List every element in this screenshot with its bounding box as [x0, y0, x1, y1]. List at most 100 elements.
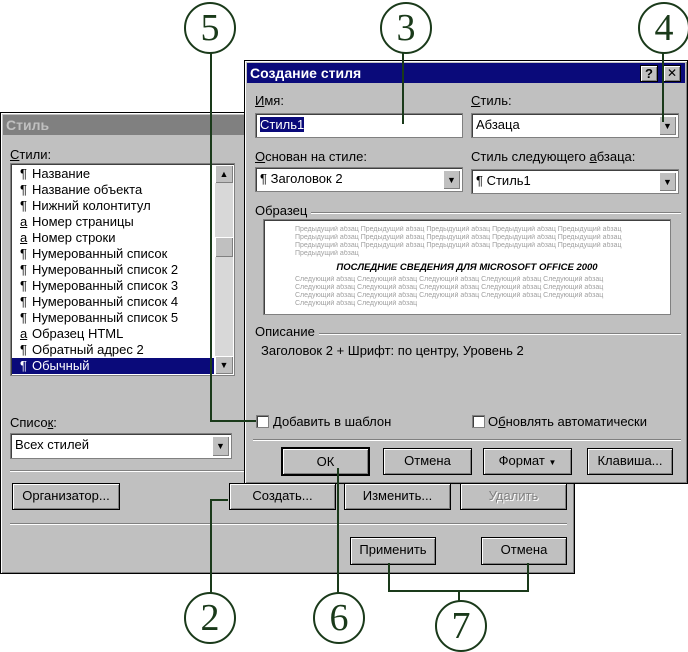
callout-3: 3: [380, 2, 432, 54]
style-list-item-label: Номер страницы: [32, 214, 134, 229]
style-list-item[interactable]: ¶Нумерованный список 4: [12, 294, 214, 310]
style-list-item[interactable]: ¶ Название: [12, 166, 214, 182]
style-list-item-label: Название: [32, 166, 91, 181]
close-icon[interactable]: ✕: [663, 65, 681, 82]
chevron-down-icon[interactable]: ▼: [212, 436, 229, 456]
sample-prev-text: Предыдущий абзац Предыдущий абзац Предыд…: [295, 234, 622, 241]
organizer-button[interactable]: Организатор...: [12, 483, 120, 510]
apply-button[interactable]: Применить: [350, 537, 436, 565]
sample-next-text: Следующий абзац Следующий абзац Следующи…: [295, 292, 604, 299]
paragraph-icon: ¶: [20, 166, 27, 181]
list-select[interactable]: Всех стилей ▼: [10, 433, 232, 459]
scroll-up-button[interactable]: ▲: [215, 165, 233, 183]
style-list-item-label: Нумерованный список 2: [32, 262, 179, 277]
new-style-title: Создание стиля: [247, 63, 685, 83]
style-list-item[interactable]: ¶ Обратный адрес 2: [12, 342, 214, 358]
next-style-select[interactable]: ¶ Стиль1 ▼: [471, 169, 679, 194]
style-list-item-label: Образец HTML: [32, 326, 124, 341]
list-select-value: Всех стилей: [15, 437, 90, 452]
callout-6: 6: [313, 592, 365, 644]
sample-label: Образец: [255, 203, 308, 218]
styles-scrollbar[interactable]: ▲ ▼: [215, 165, 233, 374]
style-list-item[interactable]: ¶ Нумерованный список 5: [12, 310, 214, 326]
sample-next-text: Следующий абзац Следующий абзац: [295, 300, 418, 307]
based-on-select[interactable]: ¶ Заголовок 2 ▼: [255, 167, 463, 192]
modify-button[interactable]: Изменить...: [344, 483, 451, 510]
paragraph-icon: ¶: [20, 198, 27, 213]
character-style-icon: a: [20, 326, 28, 341]
name-input-value: Стиль1: [260, 117, 305, 132]
callout-7: 7: [435, 600, 487, 652]
style-list-item[interactable]: ¶ Нумерованный список: [12, 246, 214, 262]
paragraph-icon: ¶: [20, 310, 27, 325]
styles-list[interactable]: ¶ Название ¶ Название объекта ¶ Нижний колонт…: [10, 163, 235, 376]
next-style-label: Стиль следующего абзаца:: [471, 149, 636, 164]
delete-button[interactable]: Удалить: [460, 483, 567, 510]
description-text: Заголовок 2 + Шрифт: по центру, Уровень …: [261, 343, 524, 358]
based-on-value: ¶ Заголовок 2: [260, 171, 343, 186]
add-to-template-label: Добавить в шаблон: [273, 414, 392, 429]
callout-4: 4: [638, 2, 688, 54]
callout-line: [388, 563, 390, 591]
callout-line: [402, 50, 404, 124]
style-list-item-label: Обратный адрес 2: [32, 342, 144, 357]
sample-next-text: Следующий абзац Следующий абзац Следующи…: [295, 284, 604, 291]
style-list-item-label: Нижний колонтитул: [32, 198, 151, 213]
scroll-down-button[interactable]: ▼: [215, 356, 233, 374]
paragraph-icon: ¶: [20, 342, 27, 357]
caret-down-icon: ▼: [548, 458, 557, 467]
paragraph-icon: ¶: [20, 262, 27, 277]
style-list-item[interactable]: ¶ Нумерованный список 2: [12, 262, 214, 278]
ok-button[interactable]: ОК: [281, 447, 370, 476]
sample-prev-text: Предыдущий абзац: [295, 250, 359, 257]
name-label: Имя:: [255, 93, 284, 108]
callout-line: [210, 50, 212, 422]
style-list-item-label: Нумерованный список 5: [32, 310, 179, 325]
next-style-value: ¶ Стиль1: [476, 173, 531, 188]
style-list-item-label: Нумерованный список 3: [32, 278, 179, 293]
style-list-item-label: Нумерованный список 4: [32, 294, 179, 309]
separator: [311, 212, 681, 213]
style-list-item-label: Обычный: [32, 358, 90, 373]
paragraph-icon: ¶: [20, 358, 27, 373]
scroll-thumb[interactable]: [215, 237, 233, 257]
new-style-dialog: Создание стиля ? ✕ Имя: Стиль1 Стиль: Аб…: [244, 60, 688, 484]
style-list-item[interactable]: ¶ Название объекта: [12, 182, 214, 198]
character-style-icon: a: [20, 214, 28, 229]
format-label: Формат: [498, 453, 545, 468]
style-list-item-label: Название объекта: [32, 182, 143, 197]
paragraph-icon: ¶: [20, 182, 27, 197]
separator: [319, 333, 681, 334]
style-type-select[interactable]: Абзаца ▼: [471, 113, 679, 138]
shortcut-button[interactable]: Клавиша...: [587, 448, 673, 475]
add-to-template-checkbox[interactable]: [256, 415, 269, 428]
callout-line: [210, 499, 228, 501]
help-button[interactable]: ?: [640, 65, 658, 82]
style-list-item[interactable]: ¶ Обычный: [12, 358, 214, 374]
style-list-item-label: Нумерованный список: [32, 246, 168, 261]
callout-line: [210, 499, 212, 593]
sample-preview: Предыдущий абзац Предыдущий абзац Предыд…: [263, 219, 671, 315]
callout-5: 5: [184, 2, 236, 54]
style-list-item[interactable]: a Образец HTML: [12, 326, 214, 342]
based-on-label: Основан на стиле:: [255, 149, 367, 164]
description-label: Описание: [255, 324, 315, 339]
auto-update-checkbox[interactable]: [472, 415, 485, 428]
chevron-down-icon[interactable]: ▼: [659, 172, 676, 191]
new-style-cancel-button[interactable]: Отмена: [383, 448, 472, 475]
separator: [10, 523, 567, 524]
style-list-item[interactable]: ¶ Нумерованный список 3: [12, 278, 214, 294]
format-button[interactable]: Формат ▼: [483, 448, 572, 475]
paragraph-icon: ¶: [20, 278, 27, 293]
name-input[interactable]: Стиль1: [255, 113, 463, 138]
chevron-down-icon[interactable]: ▼: [443, 170, 460, 189]
sample-heading: ПОСЛЕДНИЕ СВЕДЕНИЯ ДЛЯ MICROSOFT OFFICE …: [336, 262, 598, 273]
cancel-button[interactable]: Отмена: [481, 537, 567, 565]
paragraph-icon: ¶: [20, 246, 27, 261]
style-list-item[interactable]: ¶ Нижний колонтитул: [12, 198, 214, 214]
auto-update-label: Обновлять автоматически: [488, 414, 647, 429]
create-button[interactable]: Создать...: [229, 483, 336, 510]
style-list-item[interactable]: a Номер страницы: [12, 214, 214, 230]
style-type-label: Стиль:: [471, 93, 512, 108]
